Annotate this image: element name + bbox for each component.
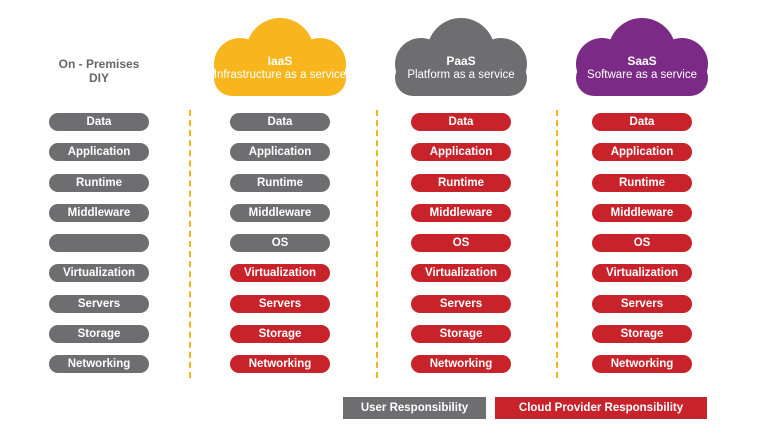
iaas-layer-servers: Servers	[230, 294, 330, 313]
paas-cloud-icon	[395, 18, 527, 96]
iaas-layer-runtime: Runtime	[230, 173, 330, 192]
saas-layer-os: OS	[592, 234, 692, 252]
iaas-layer-application: Application	[230, 143, 330, 162]
onprem-layer-virtualization: Virtualization	[49, 264, 149, 283]
onprem-title-line-2: DIY	[88, 71, 109, 85]
iaas-abbr: IaaS	[267, 54, 293, 68]
saas-abbr: SaaS	[627, 54, 657, 68]
iaas-full-name: Infrastructure as a service	[213, 69, 347, 81]
saas-layer-networking: Networking	[592, 355, 692, 373]
onprem-layer-middleware: Middleware	[49, 203, 149, 222]
onprem-layer-storage: Storage	[49, 324, 149, 343]
saas-layer-data: Data	[592, 113, 692, 131]
saas-cloud: SaaS Software as a service	[558, 14, 726, 100]
onprem-layer-os-blank	[49, 234, 149, 252]
saas-layer-storage: Storage	[592, 324, 692, 343]
onprem-layer-application: Application	[49, 143, 149, 162]
iaas-layer-storage: Storage	[230, 324, 330, 343]
saas-full-name: Software as a service	[587, 69, 697, 81]
saas-layer-runtime: Runtime	[592, 173, 692, 192]
saas-cloud-text: SaaS Software as a service	[558, 54, 726, 82]
paas-layer-storage: Storage	[411, 324, 511, 343]
saas-layer-application: Application	[592, 143, 692, 162]
iaas-cloud-icon	[214, 18, 346, 96]
onprem-layer-data: Data	[49, 113, 149, 131]
onprem-layer-networking: Networking	[49, 355, 149, 373]
saas-layer-servers: Servers	[592, 294, 692, 313]
saas-layer-middleware: Middleware	[592, 203, 692, 222]
legend-user-responsibility: User Responsibility	[343, 397, 486, 419]
iaas-cloud-text: IaaS Infrastructure as a service	[196, 54, 364, 82]
onprem-layer-servers: Servers	[49, 294, 149, 313]
iaas-layer-os: OS	[230, 234, 330, 252]
iaas-layer-virtualization: Virtualization	[230, 264, 330, 283]
paas-cloud: PaaS Platform as a service	[377, 14, 545, 100]
paas-layer-virtualization: Virtualization	[411, 264, 511, 283]
paas-full-name: Platform as a service	[407, 69, 515, 81]
separator-iaas-paas	[376, 110, 378, 378]
paas-layer-servers: Servers	[411, 294, 511, 313]
paas-cloud-text: PaaS Platform as a service	[377, 54, 545, 82]
saas-layer-virtualization: Virtualization	[592, 264, 692, 283]
separator-onprem-iaas	[189, 110, 191, 378]
iaas-layer-middleware: Middleware	[230, 203, 330, 222]
saas-cloud-icon	[576, 18, 708, 96]
onprem-layer-runtime: Runtime	[49, 173, 149, 192]
onprem-title-line-1: On - Premises	[58, 57, 140, 71]
paas-layer-networking: Networking	[411, 355, 511, 373]
iaas-layer-data: Data	[230, 113, 330, 131]
separator-paas-saas	[556, 110, 558, 378]
paas-layer-application: Application	[411, 143, 511, 162]
paas-layer-os: OS	[411, 234, 511, 252]
paas-abbr: PaaS	[446, 54, 476, 68]
onprem-title: On - Premises DIY	[44, 57, 154, 85]
iaas-cloud: IaaS Infrastructure as a service	[196, 14, 364, 100]
paas-layer-middleware: Middleware	[411, 203, 511, 222]
iaas-layer-networking: Networking	[230, 355, 330, 373]
legend-cloud-provider-responsibility: Cloud Provider Responsibility	[495, 397, 707, 419]
paas-layer-data: Data	[411, 113, 511, 131]
paas-layer-runtime: Runtime	[411, 173, 511, 192]
